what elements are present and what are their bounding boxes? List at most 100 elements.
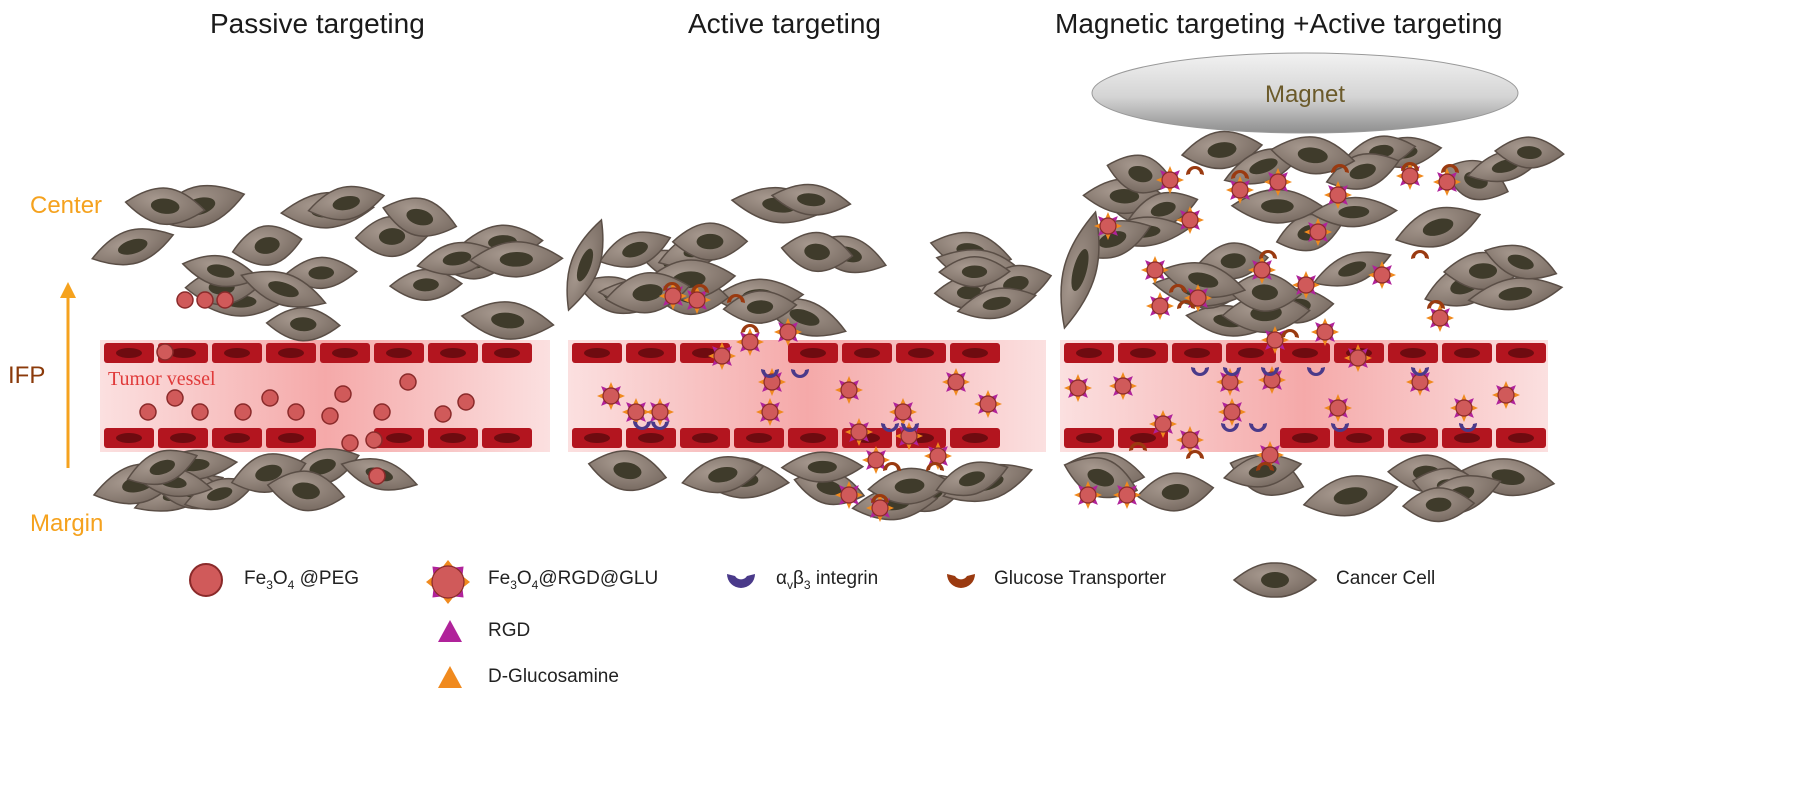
fe3o4-rgd-glu-particle: [736, 328, 764, 356]
glucose-transporter: [1169, 284, 1187, 293]
glucose-transporter: [1411, 250, 1429, 259]
fe3o4-rgd-glu-particle: [1396, 162, 1424, 190]
fe3o4-peg-particle: [373, 403, 391, 421]
vessel-wall-cell: [212, 428, 262, 448]
integrin: [1261, 367, 1279, 376]
diagram-canvas: Tumor vessel Magnet: [60, 52, 1565, 523]
cancer-cell: [770, 183, 852, 216]
cancer-cell: [1312, 251, 1392, 287]
tumor-vessel: [568, 340, 1046, 452]
integrin: [1221, 423, 1239, 432]
legend-text: α: [776, 568, 787, 589]
vessel-wall-cell: [320, 343, 370, 363]
cancer-cell: [1467, 277, 1564, 311]
cancer-cell: [587, 450, 668, 492]
vessel-wall-cell: [1280, 343, 1330, 363]
axis-label-margin: Margin: [30, 510, 104, 537]
glucose-transporter: [663, 282, 681, 291]
fe3o4-peg-particle: [399, 373, 417, 391]
fe3o4-rgd-glu-particle: [1264, 168, 1292, 196]
fe3o4-rgd-glu-particle: [622, 398, 650, 426]
legend-sub: 4: [287, 577, 295, 592]
cancer-cell: [938, 256, 1011, 288]
fe3o4-peg-particle: [434, 405, 452, 423]
cancer-cell: [598, 231, 672, 268]
fe3o4-rgd-glu-particle: [1450, 394, 1478, 422]
fe3o4-rgd-glu-particle: [835, 376, 863, 404]
fe3o4-rgd-glu-particle: [708, 342, 736, 370]
fe3o4-peg-icon: [189, 563, 223, 597]
vessel-wall-cell: [1064, 428, 1114, 448]
fe3o4-peg-particle: [166, 389, 184, 407]
fe3o4-rgd-glu-particle: [756, 398, 784, 426]
glucose-transporter: [1331, 164, 1349, 173]
vessel-wall-cell: [572, 428, 622, 448]
integrin: [761, 369, 779, 378]
vessel-wall-cell: [1496, 343, 1546, 363]
vessel-wall-cell: [1280, 428, 1330, 448]
vessel-wall-cell: [788, 428, 838, 448]
glucose-transporter: [1186, 450, 1204, 459]
fe3o4-rgd-glu-particle: [1094, 212, 1122, 240]
cancer-cell: [566, 218, 604, 312]
vessel-wall-cell: [1496, 428, 1546, 448]
glucose-transporter: [1281, 329, 1299, 338]
cancer-cell: [266, 470, 346, 512]
cancer-cell: [1106, 154, 1175, 194]
vessel-wall-cell: [1064, 343, 1114, 363]
vessel-wall-cell: [950, 428, 1000, 448]
vessel-wall-cell: [1334, 428, 1384, 448]
fe3o4-peg-particle: [368, 467, 386, 485]
cancer-cell: [681, 456, 765, 494]
fe3o4-rgd-glu-particle: [845, 418, 873, 446]
legend-text: O: [516, 568, 532, 589]
glucose-transporter: [1231, 170, 1249, 179]
glucose-transporter: [1259, 250, 1277, 259]
fe3o4-rgd-glu-particle: [1113, 481, 1141, 509]
vessel-wall-cell: [1388, 428, 1438, 448]
cancer-cell: [382, 197, 458, 237]
cancer-cell: [1302, 475, 1399, 517]
fe3o4-rgd-glu-particle: [1258, 366, 1286, 394]
vessel-wall-cell: [158, 428, 208, 448]
fe3o4-rgd-glu-particle: [1141, 256, 1169, 284]
glucose-transporter: [1177, 300, 1195, 309]
fe3o4-rgd-glu-particle: [1146, 292, 1174, 320]
fe3o4-rgd-glu-particle: [1344, 344, 1372, 372]
vessel-wall-cell: [374, 428, 424, 448]
fe3o4-rgd-glu-particle: [1292, 271, 1320, 299]
fe3o4-peg-particle: [176, 291, 194, 309]
fe3o4-peg-particle: [287, 403, 305, 421]
panel-title-magnetic-active: Magnetic targeting +Active targeting: [1055, 8, 1503, 39]
fe3o4-rgd-glu-particle: [1156, 166, 1184, 194]
vessel-wall-cell: [428, 343, 478, 363]
glucose-transporter-icon: [947, 574, 975, 588]
cancer-cell: [935, 461, 1009, 497]
fe3o4-rgd-glu-particle: [835, 481, 863, 509]
fe3o4-rgd-glu-particle: [774, 318, 802, 346]
rgd-icon: [438, 620, 462, 642]
fe3o4-rgd-glu-particle: [1368, 261, 1396, 289]
legend-sub: 3: [510, 577, 517, 592]
magnet: Magnet: [1091, 52, 1519, 134]
legend-glucosamine: D-Glucosamine: [488, 666, 619, 687]
cancer-cell: [1222, 454, 1303, 488]
cancer-cell: [240, 270, 327, 308]
fe3o4-rgd-glu-particle: [1149, 410, 1177, 438]
ifp-arrow: [60, 282, 76, 468]
panel-title-active: Active targeting: [688, 8, 881, 39]
cancer-cell: [780, 451, 865, 483]
integrin-icon: [727, 574, 755, 588]
legend-text: O: [272, 568, 288, 589]
legend-sub: 4: [531, 577, 539, 592]
fe3o4-peg-particle: [321, 407, 339, 425]
integrin: [1331, 423, 1349, 432]
cancer-cell: [460, 301, 555, 340]
glucose-transporter: [1427, 300, 1445, 309]
glucose-transporter: [926, 462, 944, 471]
vessel-wall-cell: [950, 343, 1000, 363]
cancer-cell: [468, 241, 564, 278]
fe3o4-peg-particle: [196, 291, 214, 309]
tumor-vessel-label: Tumor vessel: [108, 368, 216, 390]
fe3o4-rgd-glu-particle: [1433, 168, 1461, 196]
